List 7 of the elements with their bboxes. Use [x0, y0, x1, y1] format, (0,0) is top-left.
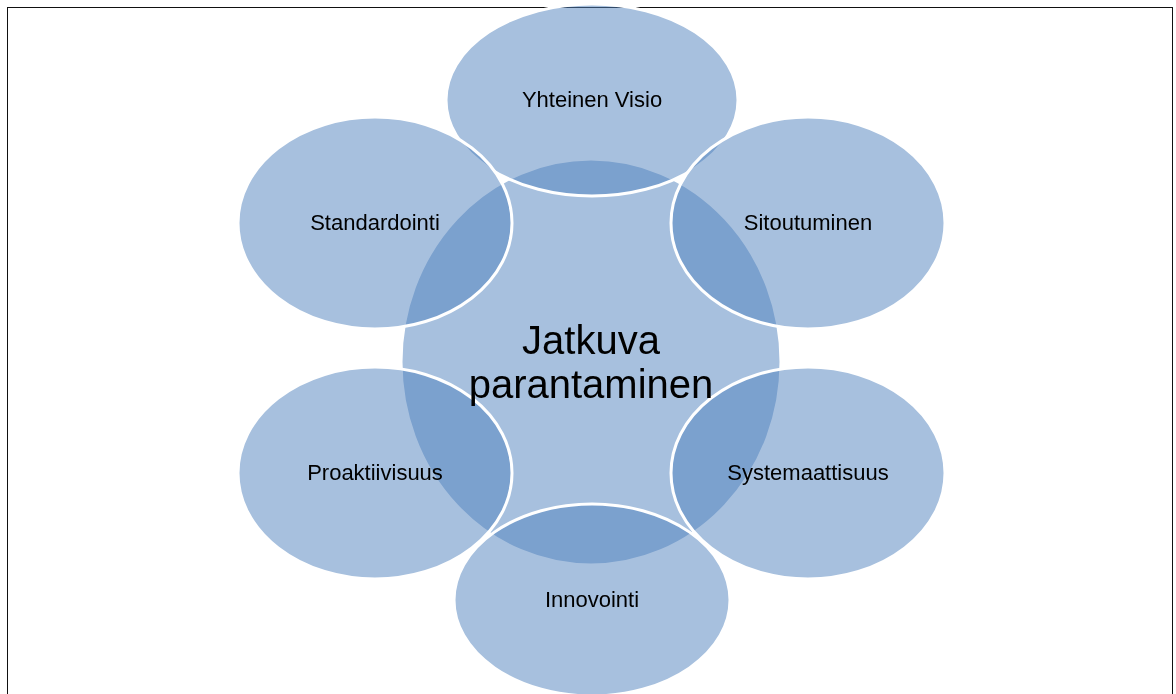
node-label: Standardointi — [309, 210, 441, 236]
node-label: Yhteinen Visio — [520, 87, 664, 113]
node-label: Systemaattisuus — [726, 460, 890, 486]
node-label: Proaktiivisuus — [306, 460, 444, 486]
node-label: Jatkuva parantaminen — [467, 318, 715, 406]
node-label: Sitoutuminen — [742, 210, 874, 236]
node-label: Innovointi — [543, 587, 641, 613]
